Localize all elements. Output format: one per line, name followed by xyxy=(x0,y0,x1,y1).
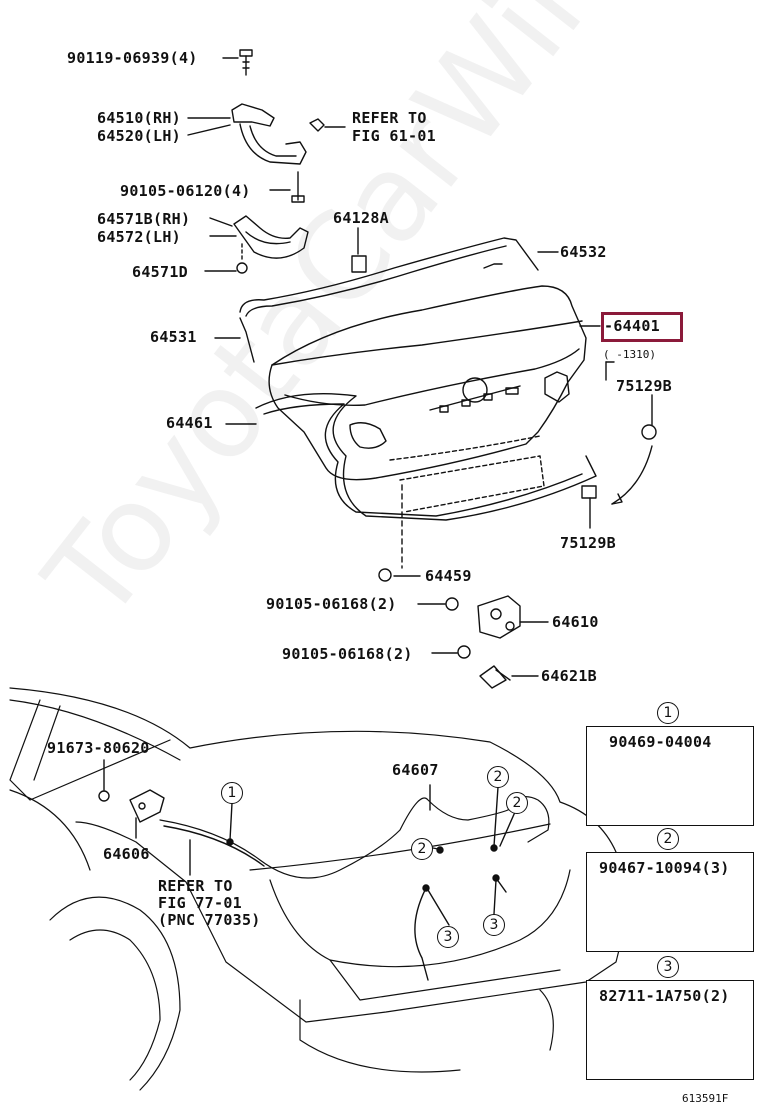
hinge-guard-icon xyxy=(234,216,308,258)
part-label: 64532 xyxy=(560,243,607,261)
part-label: 90105-06120(4) xyxy=(120,182,251,200)
part-label: 64572(LH) xyxy=(97,228,181,246)
figure-id: 613591F xyxy=(682,1092,729,1105)
legend-part-label: 90467-10094(3) xyxy=(599,859,730,877)
lock-icon xyxy=(478,596,520,638)
legend-number: 1 xyxy=(657,702,679,724)
refer-label: REFER TO xyxy=(352,109,427,127)
hinge-icon xyxy=(232,104,306,164)
legend-part-label: 82711-1A750(2) xyxy=(599,987,730,1005)
callout-circle: 2 xyxy=(506,792,528,814)
legend-number: 3 xyxy=(657,956,679,978)
striker-icon xyxy=(480,666,510,688)
part-label: 64128A xyxy=(333,209,389,227)
part-label: 64510(RH) xyxy=(97,109,181,127)
refer-label: FIG 61-01 xyxy=(352,127,436,145)
callout-circle: 3 xyxy=(483,914,505,936)
part-label: 64607 xyxy=(392,761,439,779)
legend-number: 2 xyxy=(657,828,679,850)
part-label: 90105-06168(2) xyxy=(266,595,397,613)
part-label: 64461 xyxy=(166,414,213,432)
part-label: 64610 xyxy=(552,613,599,631)
trunk-lid-icon xyxy=(269,286,586,512)
legend-box-2: 90467-10094(3) xyxy=(586,852,754,952)
part-label: 64621B xyxy=(541,667,597,685)
opener-icon xyxy=(130,790,164,822)
part-label: 64520(LH) xyxy=(97,127,181,145)
part-label: 64531 xyxy=(150,328,197,346)
weatherstrip-icon xyxy=(256,394,596,520)
part-label: 90119-06939(4) xyxy=(67,49,198,67)
callout-circle: 3 xyxy=(437,926,459,948)
legend-part-label: 90469-04004 xyxy=(609,733,712,751)
refer-label: REFER TO xyxy=(158,877,233,895)
part-label: 64606 xyxy=(103,845,150,863)
callout-circle: 1 xyxy=(221,782,243,804)
part-label-highlighted: -64401 xyxy=(604,317,660,335)
callout-circle: 2 xyxy=(411,838,433,860)
production-date-note: ( -1310) xyxy=(603,348,656,361)
legend-box-3: 82711-1A750(2) xyxy=(586,980,754,1080)
part-label: 64571D xyxy=(132,263,188,281)
callout-circle: 2 xyxy=(487,766,509,788)
part-label: 91673-80620 xyxy=(47,739,150,757)
part-label: 64459 xyxy=(425,567,472,585)
part-label: 90105-06168(2) xyxy=(282,645,413,663)
highlight-box xyxy=(601,312,683,342)
car-body-icon xyxy=(10,688,626,1090)
refer-label: FIG 77-01 xyxy=(158,894,242,912)
part-label: 75129B xyxy=(616,377,672,395)
part-label: 75129B xyxy=(560,534,616,552)
bolt-icon xyxy=(240,50,252,75)
legend-box-1: 90469-04004 xyxy=(586,726,754,826)
part-label: 64571B(RH) xyxy=(97,210,191,228)
refer-label: (PNC 77035) xyxy=(158,911,261,929)
